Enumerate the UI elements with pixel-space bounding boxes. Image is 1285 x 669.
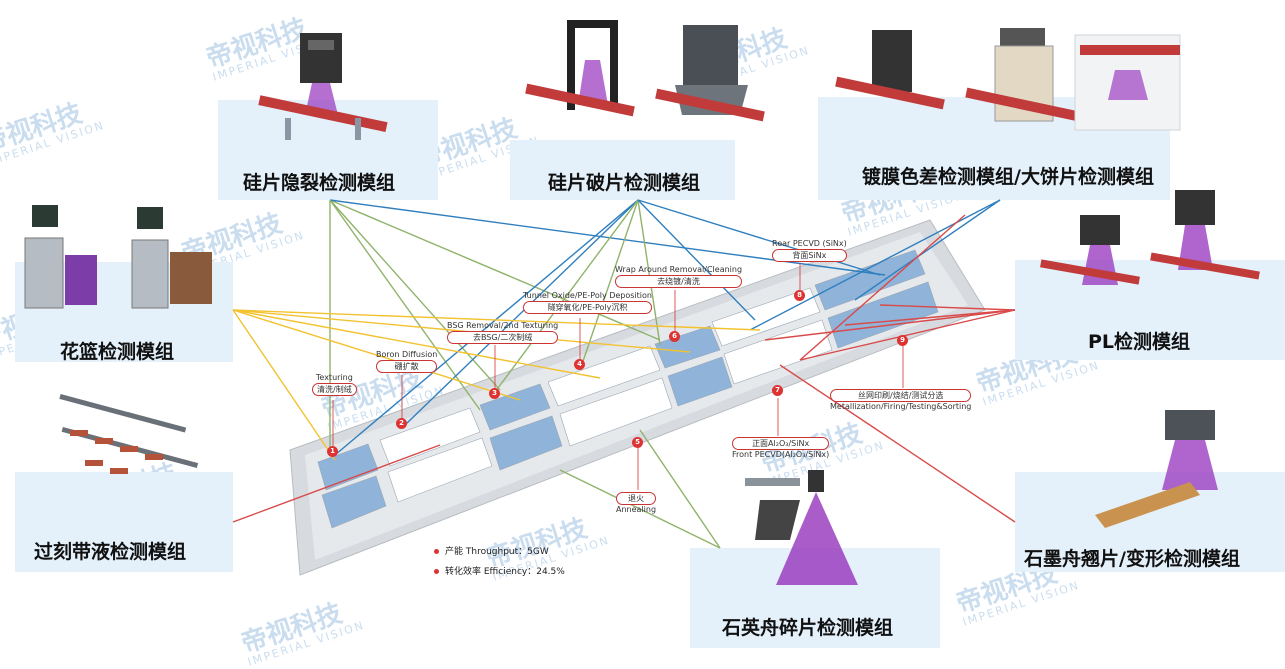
stage-leader-lines xyxy=(332,263,904,490)
stage-label-texturing: Texturing 清洗/制绒 xyxy=(312,373,357,396)
module-title-etch: 过刻带液检测模组 xyxy=(34,541,187,563)
quartz-inspection-rig xyxy=(745,470,858,585)
stage-label-annealing: 退火 Annealing xyxy=(616,492,657,514)
module-title-color: 镀膜色差检测模组/大饼片检测模组 xyxy=(862,166,1154,188)
stage-marker-4: 4 xyxy=(574,359,585,370)
pl-inspection-machines xyxy=(1040,190,1260,285)
efficiency-stat: 转化效率 Efficiency：24.5% xyxy=(434,564,565,577)
breakage-inspection-machines xyxy=(525,20,765,122)
line-stats: 产能 Throughput：5GW 转化效率 Efficiency：24.5% xyxy=(434,544,565,584)
color-inspection-machines xyxy=(835,28,1181,131)
stage-marker-1: 1 xyxy=(327,446,338,457)
module-title-pl: PL检测模组 xyxy=(1088,331,1191,353)
module-title-quartz: 石英舟碎片检测模组 xyxy=(722,617,894,639)
module-panel-graphite xyxy=(1015,472,1285,572)
module-title-graphite: 石墨舟翘片/变形检测模组 xyxy=(1024,548,1240,570)
stage-label-metallization: 丝网印刷/烧结/测试分选 Metallization/Firing/Testin… xyxy=(830,389,972,411)
module-panel-pl xyxy=(1015,260,1285,360)
process-equipment-row xyxy=(317,249,939,529)
module-panel-etch xyxy=(15,472,233,572)
stage-label-boron-diffusion: Boron Diffusion 硼扩散 xyxy=(376,350,438,373)
stage-marker-2: 2 xyxy=(396,418,407,429)
graphite-inspection-rig xyxy=(1095,410,1218,528)
stage-marker-5: 5 xyxy=(632,437,643,448)
module-title-breakage: 硅片破片检测模组 xyxy=(548,172,701,194)
stage-marker-9: 9 xyxy=(897,335,908,346)
crack-inspection-machine xyxy=(258,33,388,140)
stage-marker-7: 7 xyxy=(772,385,783,396)
stage-label-tunnel-oxide: Tunnel Oxide/PE-Poly Deposition 隧穿氧化/PE-… xyxy=(523,291,652,314)
stage-label-front-pecvd: 正面Al₂O₃/SiNx Front PECVD(Al₂O₃/SiNx) xyxy=(732,437,830,459)
stage-label-wrap-around: Wrap Around Removal/Cleaning 去绕镀/清洗 xyxy=(615,265,743,288)
stage-marker-3: 3 xyxy=(489,388,500,399)
stage-marker-6: 6 xyxy=(669,331,680,342)
etch-inspection-rig xyxy=(59,394,199,474)
throughput-stat: 产能 Throughput：5GW xyxy=(434,544,565,557)
basket-inspection-machines xyxy=(24,205,212,309)
stage-marker-8: 8 xyxy=(794,290,805,301)
module-title-basket: 花篮检测模组 xyxy=(60,341,175,363)
stage-label-rear-pecvd: Rear PECVD (SiNx) 背面SiNx xyxy=(772,239,847,262)
module-panel-breakage xyxy=(510,140,735,200)
stage-label-bsg-removal: BSG Removal/2nd Texturing 去BSG/二次制绒 xyxy=(447,321,559,344)
module-title-crack: 硅片隐裂检测模组 xyxy=(243,172,396,194)
